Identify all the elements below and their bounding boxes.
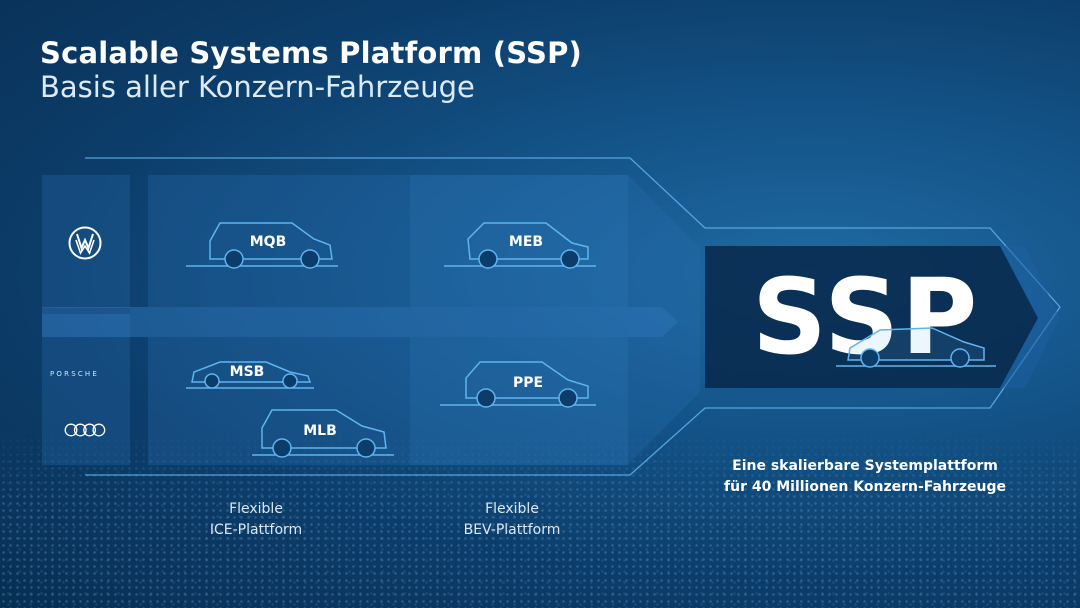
platform-label-ppe: PPE (512, 375, 544, 391)
bev-platform-caption: Flexible BEV-Plattform (442, 499, 582, 541)
page-title: Scalable Systems Platform (SSP) (40, 36, 582, 70)
porsche-wordmark: PORSCHE (50, 370, 100, 378)
platform-label-msb: MSB (229, 364, 265, 380)
ssp-caption-line2: für 40 Millionen Konzern-Fahrzeuge (724, 479, 1006, 495)
audi-rings-icon (64, 423, 106, 437)
sedan-car-icon-ssp (836, 327, 996, 368)
page-subtitle: Basis aller Konzern-Fahrzeuge (40, 70, 475, 104)
ssp-caption: Eine skalierbare Systemplattform für 40 … (700, 456, 1030, 498)
hatchback-car-icon-meb (444, 222, 596, 269)
sports-car-icon-msb (186, 361, 314, 389)
platform-label-meb: MEB (508, 234, 544, 250)
suv-car-icon-mqb (186, 222, 338, 269)
ice-caption-line1: Flexible (229, 501, 283, 517)
platform-label-mlb: MLB (303, 423, 337, 439)
platform-label-mqb: MQB (249, 234, 287, 250)
center-arrow (42, 307, 678, 337)
inner-chevron (628, 175, 700, 465)
ssp-box-highlight (1000, 246, 1060, 388)
ice-platform-caption: Flexible ICE-Plattform (186, 499, 326, 541)
bev-caption-line1: Flexible (485, 501, 539, 517)
header: Scalable Systems Platform (SSP) Basis al… (40, 36, 582, 104)
volkswagen-logo-icon (68, 226, 102, 260)
suv-car-icon-mlb (252, 409, 394, 458)
bev-caption-line2: BEV-Plattform (463, 522, 561, 538)
ssp-caption-line1: Eine skalierbare Systemplattform (732, 458, 998, 474)
hatchback-car-icon-ppe (440, 361, 596, 408)
ice-caption-line2: ICE-Plattform (209, 522, 303, 538)
row-divider (42, 308, 130, 314)
